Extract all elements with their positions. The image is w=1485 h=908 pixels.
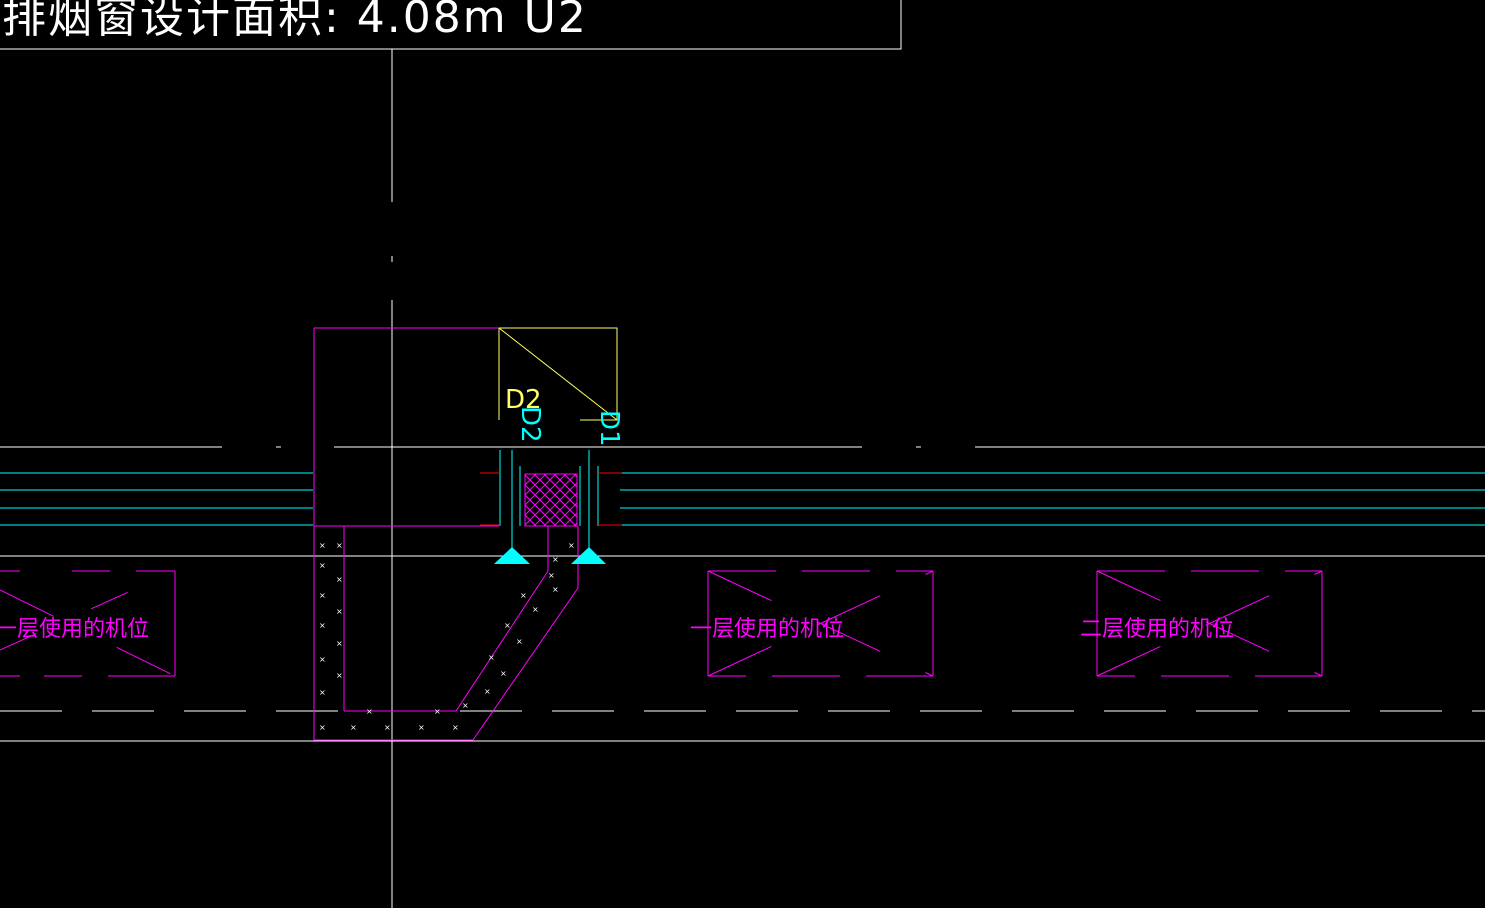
- triangle-marker-left: [494, 547, 530, 564]
- elevation-markers: [494, 547, 606, 564]
- triangle-marker-right: [571, 547, 606, 564]
- svg-text:×: ×: [484, 687, 491, 696]
- parking-space-3: [1096, 570, 1323, 677]
- svg-text:×: ×: [319, 591, 326, 600]
- door-swing-box: [498, 327, 618, 421]
- door-label-left: D2: [515, 406, 545, 443]
- svg-text:×: ×: [452, 723, 459, 732]
- title-text: 排烟窗设计面积: 4.08m U2: [2, 0, 588, 43]
- stair-structure: [313, 327, 579, 741]
- parking-space-2: [707, 570, 934, 677]
- svg-text:×: ×: [568, 541, 575, 550]
- svg-text:×: ×: [336, 671, 343, 680]
- svg-text:×: ×: [548, 571, 555, 580]
- parking-label-2: 一层使用的机位: [690, 617, 844, 642]
- door-label-upper: D2: [505, 385, 542, 415]
- svg-text:×: ×: [336, 639, 343, 648]
- svg-text:×: ×: [488, 653, 495, 662]
- door-frame-lines: [499, 450, 599, 548]
- svg-text:×: ×: [552, 555, 559, 564]
- svg-text:×: ×: [532, 605, 539, 614]
- red-marks: [480, 472, 622, 526]
- svg-text:×: ×: [336, 541, 343, 550]
- svg-text:×: ×: [520, 591, 527, 600]
- svg-text:×: ×: [516, 637, 523, 646]
- svg-text:×: ×: [366, 707, 373, 716]
- svg-text:×: ×: [384, 723, 391, 732]
- svg-text:×: ×: [504, 621, 511, 630]
- parking-label-1: 一层使用的机位: [0, 617, 149, 642]
- svg-text:×: ×: [336, 607, 343, 616]
- parking-space-1: [0, 570, 176, 677]
- cyan-window-lines: [0, 472, 1485, 526]
- svg-text:×: ×: [418, 723, 425, 732]
- svg-text:×: ×: [319, 621, 326, 630]
- wall-lines: [0, 446, 1485, 742]
- parking-label-3: 二层使用的机位: [1080, 617, 1234, 642]
- svg-text:×: ×: [350, 723, 357, 732]
- ramp-hatch-marks: × × × × × × × × × × × × × × × × × × × × × × × × × × ×…: [319, 541, 575, 732]
- svg-text:×: ×: [319, 655, 326, 664]
- door-label-right: D1: [594, 410, 624, 447]
- svg-text:×: ×: [336, 575, 343, 584]
- svg-text:×: ×: [462, 701, 469, 710]
- hatched-column: [524, 473, 578, 527]
- svg-text:×: ×: [434, 707, 441, 716]
- svg-text:×: ×: [552, 585, 559, 594]
- svg-text:×: ×: [319, 688, 326, 697]
- svg-text:×: ×: [500, 669, 507, 678]
- svg-text:×: ×: [319, 541, 326, 550]
- title-box: 排烟窗设计面积: 4.08m U2: [0, 0, 902, 50]
- svg-text:×: ×: [319, 723, 326, 732]
- svg-text:×: ×: [319, 561, 326, 570]
